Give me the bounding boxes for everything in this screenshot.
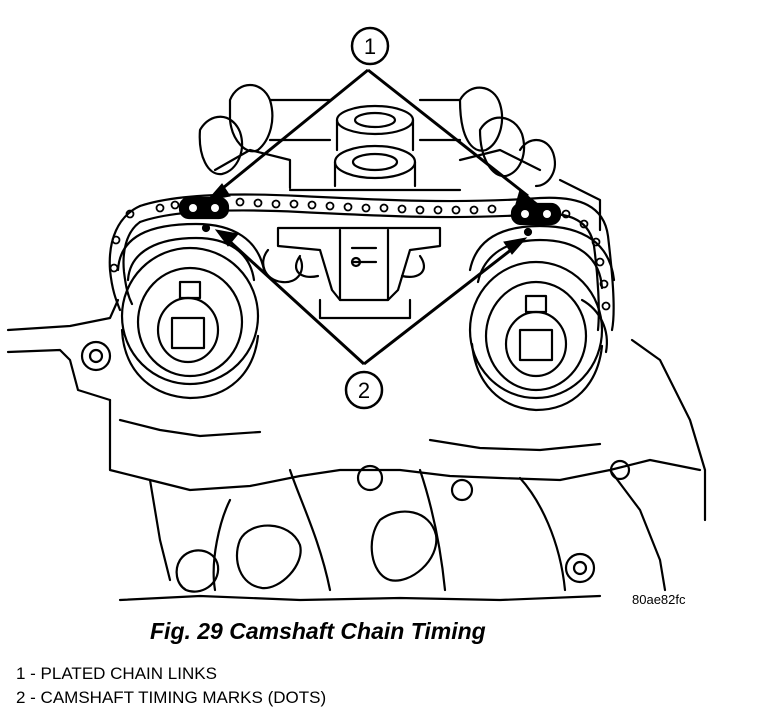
figure-caption: Fig. 29 Camshaft Chain Timing [150,618,486,644]
cylinder-head-casting [6,298,707,602]
plated-chain-link-right [510,202,562,226]
legend: 1 - PLATED CHAIN LINKS 2 - CAMSHAFT TIMI… [16,662,326,710]
plated-chain-link-left [178,196,230,220]
callout-2: 2 [344,370,384,410]
callout-leaders [206,68,540,366]
camshafts [198,84,602,232]
legend-item-1: 1 - PLATED CHAIN LINKS [16,664,217,683]
callout-1: 1 [350,26,390,66]
image-id-label: 80ae82fc [632,592,686,607]
right-cam-sprocket [468,224,616,412]
callout-1-number: 1 [364,34,376,59]
chain-guide [262,226,442,320]
legend-item-2: 2 - CAMSHAFT TIMING MARKS (DOTS) [16,688,327,707]
left-cam-sprocket [116,222,266,400]
callout-2-number: 2 [358,378,370,403]
